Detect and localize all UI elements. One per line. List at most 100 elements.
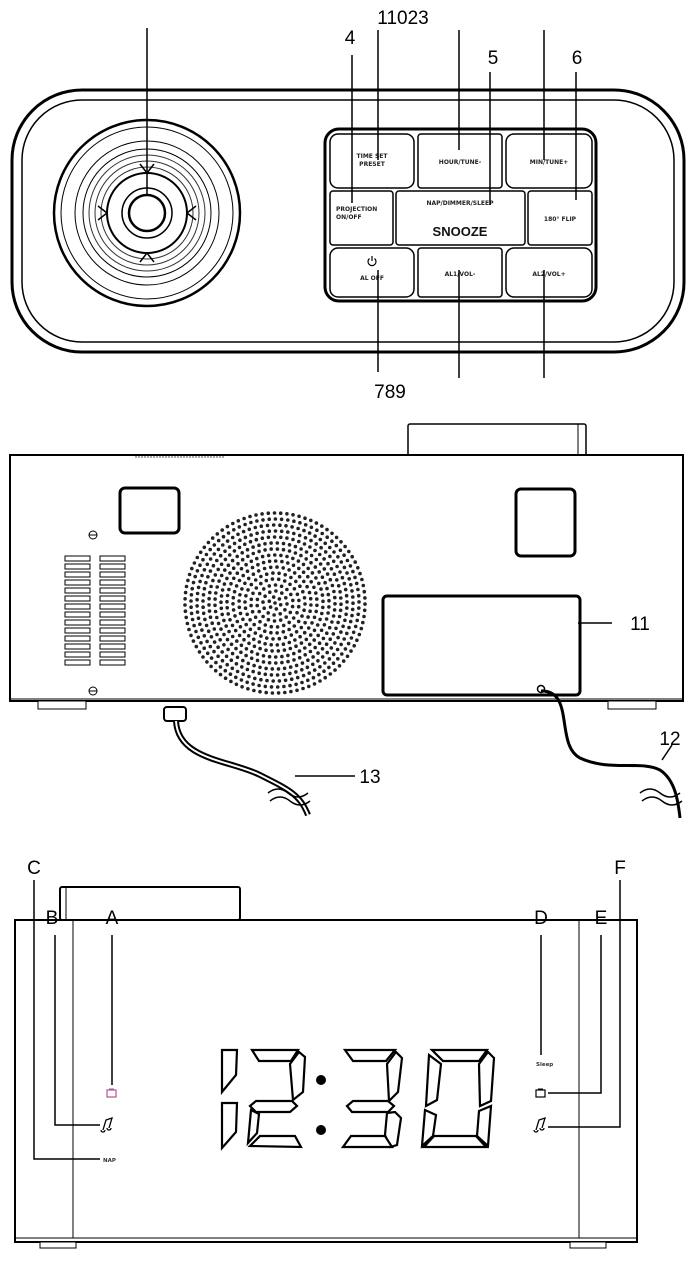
front-leader-lines	[33, 880, 621, 1160]
speaker-hole	[280, 559, 284, 564]
speaker-hole	[230, 666, 235, 671]
speaker-hole	[330, 583, 335, 588]
speaker-hole	[235, 554, 239, 559]
flip-button[interactable]: 180° FLIP	[527, 190, 593, 246]
al-off-button[interactable]: AL OFF	[329, 247, 415, 298]
speaker-hole	[190, 586, 194, 591]
label-11: 11	[630, 614, 650, 635]
al1-vol-minus-button[interactable]: AL1/VOL-	[417, 247, 503, 298]
speaker-hole	[313, 548, 317, 553]
speaker-hole	[261, 614, 265, 619]
svg-text:AL1/VOL-: AL1/VOL-	[445, 271, 476, 278]
speaker-hole	[279, 584, 284, 589]
speaker-hole	[201, 599, 205, 603]
minute-tune-plus-button[interactable]: MIN/TUNE+	[505, 133, 593, 189]
speaker-hole	[187, 572, 192, 577]
back-button-left[interactable]	[118, 486, 181, 535]
speaker-hole	[288, 610, 293, 615]
speaker-hole	[248, 539, 253, 544]
speaker-hole	[248, 618, 252, 622]
speaker-hole	[294, 670, 298, 674]
speaker-hole	[275, 685, 280, 689]
button-panel: TIME SET PRESET HOUR/TUNE- MIN/TUNE+ PRO…	[323, 127, 598, 303]
speaker-hole	[262, 566, 267, 571]
time-set-preset-button[interactable]: TIME SET PRESET	[329, 133, 415, 189]
speaker-hole	[238, 611, 243, 616]
speaker-hole	[303, 516, 307, 520]
speaker-hole	[289, 633, 294, 637]
speaker-hole	[285, 587, 289, 592]
speaker-hole	[194, 644, 199, 649]
speaker-hole	[253, 631, 258, 635]
nap-snooze-button[interactable]: NAP/DIMMER/SLEEP SNOOZE	[395, 190, 526, 246]
speaker-hole	[278, 523, 282, 527]
speaker-hole	[261, 600, 265, 604]
music-icon-b	[100, 1116, 113, 1133]
speaker-hole	[257, 609, 262, 614]
speaker-hole	[198, 579, 202, 584]
speaker-hole	[310, 571, 315, 575]
speaker-hole	[351, 630, 356, 635]
speaker-hole	[283, 678, 288, 683]
speaker-hole	[287, 568, 291, 572]
speaker-hole	[249, 597, 254, 602]
projection-button[interactable]: PROJECTION ON/OFF	[329, 190, 394, 246]
speaker-hole	[331, 652, 336, 657]
speaker-hole	[219, 562, 224, 567]
speaker-hole	[254, 513, 258, 517]
hour-tune-minus-button[interactable]: HOUR/TUNE-	[417, 133, 503, 189]
speaker-hole	[285, 602, 289, 606]
speaker-hole	[232, 541, 237, 546]
speaker-hole	[213, 609, 218, 614]
speaker-hole	[299, 625, 304, 630]
speaker-hole	[351, 569, 355, 574]
al2-vol-plus-button[interactable]: AL2/VOL+	[505, 247, 593, 298]
speaker-hole	[297, 655, 302, 660]
speaker-hole	[277, 571, 281, 576]
vent-slot	[99, 643, 126, 650]
back-button-right[interactable]	[514, 487, 577, 558]
svg-text:NAP/DIMMER/SLEEP: NAP/DIMMER/SLEEP	[426, 200, 494, 207]
speaker-hole	[327, 605, 331, 609]
speaker-hole	[345, 600, 349, 604]
speaker-hole	[295, 688, 299, 693]
speaker-hole	[317, 672, 321, 677]
speaker-hole	[279, 529, 284, 534]
speaker-hole	[302, 528, 306, 533]
antenna-cable-12	[540, 689, 683, 819]
speaker-hole	[296, 526, 300, 531]
speaker-hole	[268, 565, 273, 570]
speaker-hole	[298, 521, 302, 525]
speaker-hole	[239, 678, 244, 682]
speaker-hole	[306, 626, 311, 630]
speaker-hole	[270, 691, 275, 695]
speaker-hole	[267, 661, 272, 665]
speaker-hole	[258, 665, 262, 670]
speaker-hole	[293, 544, 298, 549]
speaker-hole	[256, 562, 260, 567]
speaker-hole	[252, 644, 257, 649]
speaker-hole	[228, 571, 232, 575]
speaker-hole	[208, 644, 213, 649]
speaker-hole	[332, 550, 336, 554]
control-knob[interactable]	[52, 28, 242, 308]
speaker-hole	[287, 549, 292, 553]
speaker-hole	[350, 607, 355, 612]
speaker-hole	[327, 665, 331, 670]
speaker-hole	[348, 564, 353, 568]
speaker-hole	[217, 579, 221, 583]
speaker-hole	[335, 647, 340, 652]
speaker-hole	[231, 566, 236, 570]
speaker-hole	[317, 570, 322, 574]
speaker-hole	[242, 637, 246, 642]
speaker-hole	[318, 679, 322, 683]
speaker-hole	[315, 597, 319, 601]
speaker-hole	[195, 555, 200, 560]
speaker-hole	[187, 627, 191, 632]
speaker-hole	[212, 543, 217, 547]
speaker-hole	[208, 590, 212, 595]
speaker-hole	[216, 567, 220, 572]
speaker-hole	[271, 679, 276, 683]
speaker-hole	[202, 586, 207, 591]
